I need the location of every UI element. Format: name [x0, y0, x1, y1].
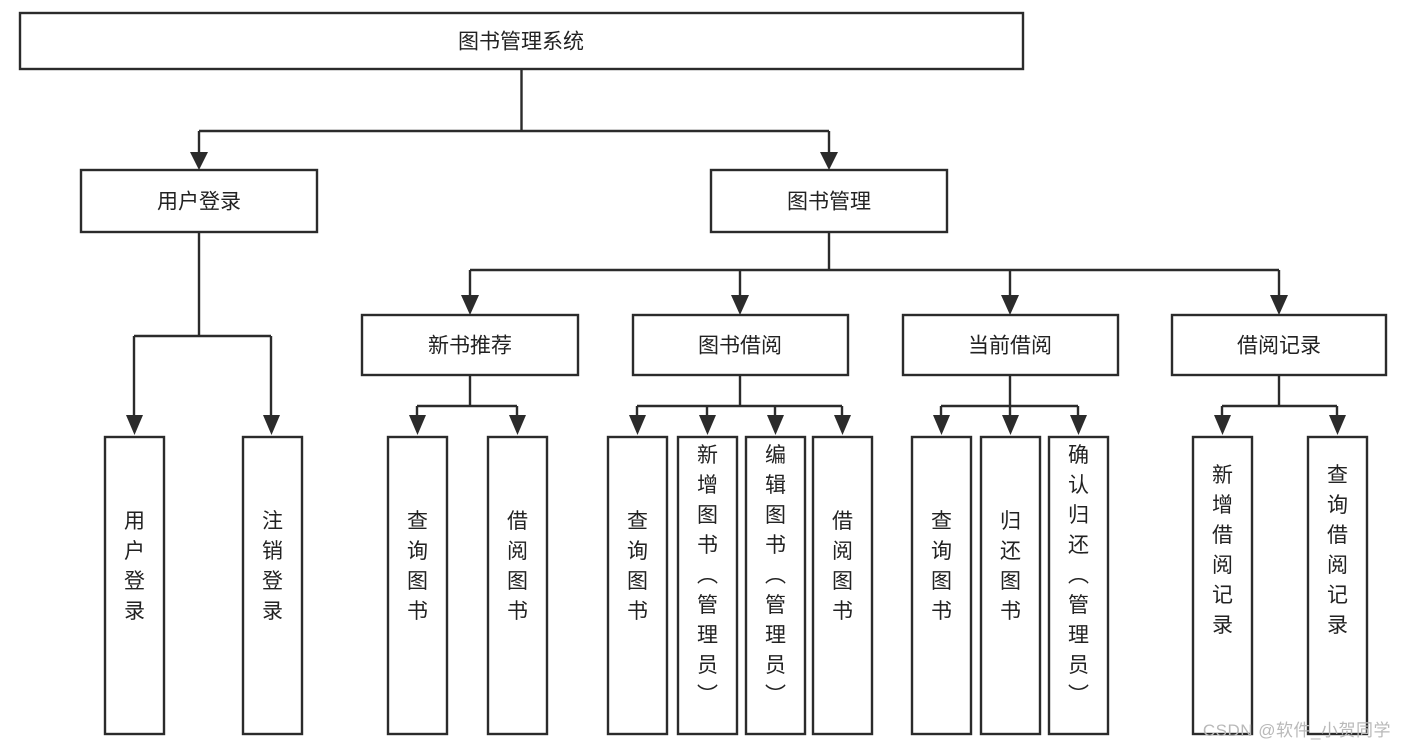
arrow-leaf-query-book-2	[629, 415, 646, 435]
node-borrow-record[interactable]: 借阅记录	[1170, 313, 1388, 377]
csdn-watermark: CSDN @软件_小贺同学	[1202, 721, 1391, 740]
node-leaf-borrow-book-1-box[interactable]	[486, 435, 549, 736]
node-leaf-logout-login-label: 注销登录	[262, 510, 283, 623]
node-new-book-recommend[interactable]: 新书推荐	[360, 313, 580, 377]
node-book-manage-box[interactable]	[709, 168, 949, 234]
node-leaf-borrow-book-1-label: 借阅图书	[507, 510, 528, 623]
node-leaf-user-login[interactable]: 用户登录	[103, 435, 166, 736]
node-leaf-user-login-box[interactable]	[103, 435, 166, 736]
node-current-borrow-box[interactable]	[901, 313, 1120, 377]
arrow-leaf-query-record	[1329, 415, 1346, 435]
node-user-login[interactable]: 用户登录	[79, 168, 319, 234]
node-leaf-logout-login[interactable]: 注销登录	[241, 435, 304, 736]
arrow-leaf-logout-login	[263, 415, 280, 435]
arrow-leaf-edit-book	[767, 415, 784, 435]
arrow-book-manage	[820, 152, 838, 170]
connector-layer	[126, 69, 1346, 435]
node-current-borrow[interactable]: 当前借阅	[901, 313, 1120, 377]
arrow-book-borrow	[731, 295, 749, 315]
node-leaf-add-record-label: 新增借阅记录	[1212, 464, 1233, 637]
node-leaf-borrow-book-2-label: 借阅图书	[832, 510, 853, 623]
node-leaf-query-book-3-label: 查询图书	[931, 510, 952, 623]
node-leaf-return-book-box[interactable]	[979, 435, 1042, 736]
node-book-borrow-label: 图书借阅	[698, 335, 782, 358]
node-leaf-confirm-return-label: 确认归还︵管理员︶	[1068, 444, 1089, 707]
node-root-label: 图书管理系统	[458, 31, 584, 54]
node-leaf-user-login-label: 用户登录	[124, 510, 145, 623]
node-leaf-add-book-label: 新增图书︵管理员︶	[697, 444, 718, 707]
node-leaf-query-book-2-box[interactable]	[606, 435, 669, 736]
node-leaf-borrow-book-1[interactable]: 借阅图书	[486, 435, 549, 736]
node-leaf-confirm-return[interactable]: 确认归还︵管理员︶	[1047, 435, 1110, 736]
node-borrow-record-box[interactable]	[1170, 313, 1388, 377]
node-book-manage[interactable]: 图书管理	[709, 168, 949, 234]
arrow-leaf-borrow-book-1	[509, 415, 526, 435]
node-leaf-query-book-3[interactable]: 查询图书	[910, 435, 973, 736]
node-leaf-add-book-box[interactable]	[676, 435, 739, 736]
arrow-borrow-record	[1270, 295, 1288, 315]
node-current-borrow-label: 当前借阅	[968, 335, 1052, 358]
node-leaf-query-book-2[interactable]: 查询图书	[606, 435, 669, 736]
node-leaf-query-record-box[interactable]	[1306, 435, 1369, 736]
node-root[interactable]: 图书管理系统	[18, 11, 1025, 71]
node-leaf-query-book-1-label: 查询图书	[407, 510, 428, 623]
node-leaf-borrow-book-2[interactable]: 借阅图书	[811, 435, 874, 736]
node-leaf-query-book-1-box[interactable]	[386, 435, 449, 736]
arrow-leaf-query-book-3	[933, 415, 950, 435]
node-leaf-edit-book-label: 编辑图书︵管理员︶	[765, 444, 786, 707]
node-new-book-recommend-box[interactable]	[360, 313, 580, 377]
node-leaf-query-book-1[interactable]: 查询图书	[386, 435, 449, 736]
arrow-leaf-return-book	[1002, 415, 1019, 435]
node-leaf-add-record-box[interactable]	[1191, 435, 1254, 736]
node-leaf-return-book-label: 归还图书	[1000, 510, 1021, 623]
node-user-login-label: 用户登录	[157, 191, 241, 214]
node-book-borrow-box[interactable]	[631, 313, 850, 377]
arrow-user-login	[190, 152, 208, 170]
node-leaf-query-record-label: 查询借阅记录	[1327, 464, 1348, 637]
node-leaf-add-record[interactable]: 新增借阅记录	[1191, 435, 1254, 736]
arrow-leaf-add-record	[1214, 415, 1231, 435]
node-user-login-box[interactable]	[79, 168, 319, 234]
arrow-leaf-confirm-return	[1070, 415, 1087, 435]
node-leaf-logout-login-box[interactable]	[241, 435, 304, 736]
arrow-leaf-borrow-book-2	[834, 415, 851, 435]
node-leaf-query-book-3-box[interactable]	[910, 435, 973, 736]
node-leaf-add-book[interactable]: 新增图书︵管理员︶	[676, 435, 739, 736]
arrow-current-borrow	[1001, 295, 1019, 315]
node-leaf-return-book[interactable]: 归还图书	[979, 435, 1042, 736]
node-leaf-edit-book-box[interactable]	[744, 435, 807, 736]
node-leaf-borrow-book-2-box[interactable]	[811, 435, 874, 736]
node-leaf-confirm-return-box[interactable]	[1047, 435, 1110, 736]
node-root-box[interactable]	[18, 11, 1025, 71]
node-leaf-edit-book[interactable]: 编辑图书︵管理员︶	[744, 435, 807, 736]
node-leaf-query-book-2-label: 查询图书	[627, 510, 648, 623]
arrow-leaf-add-book	[699, 415, 716, 435]
arrow-leaf-user-login	[126, 415, 143, 435]
node-new-book-recommend-label: 新书推荐	[428, 335, 512, 358]
arrow-new-book-recommend	[461, 295, 479, 315]
node-book-borrow[interactable]: 图书借阅	[631, 313, 850, 377]
arrow-leaf-query-book-1	[409, 415, 426, 435]
node-leaf-query-record[interactable]: 查询借阅记录	[1306, 435, 1369, 736]
node-borrow-record-label: 借阅记录	[1237, 335, 1321, 358]
node-book-manage-label: 图书管理	[787, 191, 871, 214]
